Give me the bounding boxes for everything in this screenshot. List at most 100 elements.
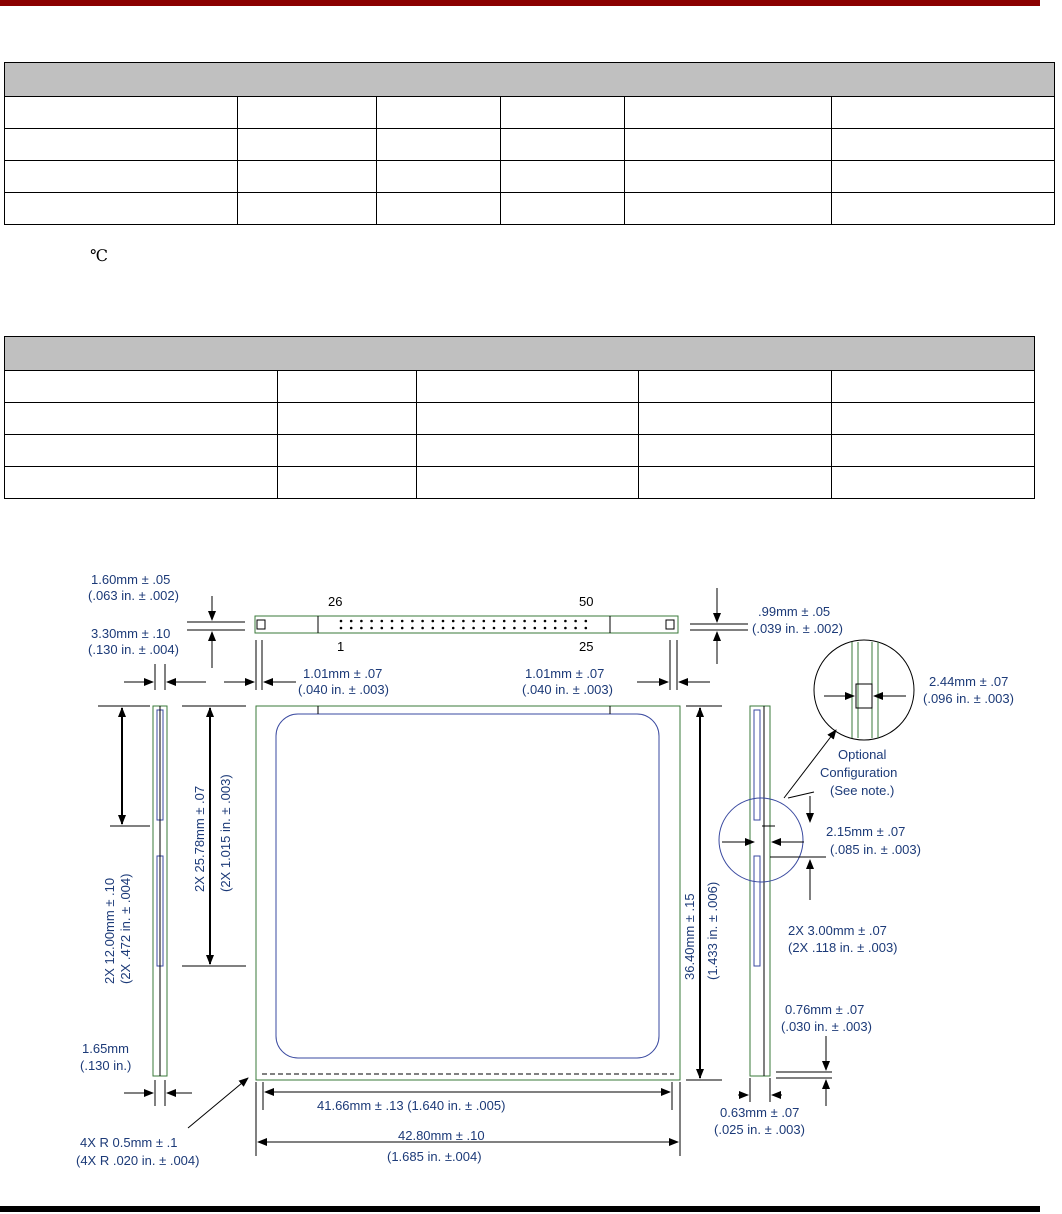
dim-text: (See note.) bbox=[830, 783, 894, 798]
dim-text: 1.01mm ± .07 bbox=[303, 666, 382, 681]
dim-text: (.130 in. ± .004) bbox=[88, 642, 179, 657]
dim-text: (.096 in. ± .003) bbox=[923, 691, 1014, 706]
pin-hole bbox=[431, 619, 435, 623]
dim-text: 42.80mm ± .10 bbox=[398, 1128, 485, 1143]
pin-hole bbox=[370, 619, 373, 623]
pin-hole bbox=[492, 626, 496, 630]
pin-label-26: 26 bbox=[328, 594, 342, 609]
pin-label-25: 25 bbox=[579, 639, 593, 654]
mechanical-drawing: 26 50 1 25 1.60mm ± .05 (.063 in. ± .002… bbox=[76, 572, 1014, 1168]
connector-top-view bbox=[254, 615, 679, 634]
dim-text: (.025 in. ± .003) bbox=[714, 1122, 805, 1137]
table-row bbox=[4, 466, 1036, 499]
pin-hole bbox=[584, 626, 588, 630]
dim-text: .99mm ± .05 bbox=[758, 604, 830, 619]
dim-text: (.040 in. ± .003) bbox=[522, 682, 613, 697]
pin-label-1: 1 bbox=[337, 639, 344, 654]
pin-hole bbox=[421, 619, 424, 623]
pin-hole bbox=[451, 626, 455, 630]
dim-text: 36.40mm ± .15 bbox=[682, 893, 697, 980]
pin-hole bbox=[523, 619, 526, 623]
pin-holes bbox=[339, 619, 588, 630]
pin-hole bbox=[390, 619, 394, 623]
table-row bbox=[4, 192, 1055, 225]
table-row bbox=[4, 160, 1055, 193]
pin-hole bbox=[441, 626, 445, 630]
pin-hole bbox=[553, 626, 557, 630]
dim-text: 0.63mm ± .07 bbox=[720, 1105, 799, 1120]
dim-text: (1.685 in. ±.004) bbox=[387, 1149, 482, 1164]
pin-hole bbox=[400, 619, 404, 623]
table-2-header bbox=[3, 336, 1036, 371]
pin-hole bbox=[421, 626, 424, 630]
temperature-note: ℃ bbox=[90, 246, 108, 265]
pin-hole bbox=[380, 619, 384, 623]
dim-text: 2.15mm ± .07 bbox=[826, 824, 905, 839]
table-row bbox=[4, 128, 1055, 161]
pin-hole bbox=[472, 626, 475, 630]
pin-hole bbox=[513, 619, 516, 623]
table-row bbox=[4, 402, 1036, 435]
dim-text: 41.66mm ± .13 (1.640 in. ± .005) bbox=[317, 1098, 505, 1113]
pin-hole bbox=[411, 619, 414, 623]
dim-text: Optional bbox=[838, 747, 887, 762]
pin-hole bbox=[339, 626, 343, 630]
table-1-header bbox=[4, 62, 1055, 97]
pin-hole bbox=[380, 626, 384, 630]
pin-hole bbox=[523, 626, 526, 630]
pin-hole bbox=[360, 619, 363, 623]
dim-text: (.030 in. ± .003) bbox=[781, 1019, 872, 1034]
pin-hole bbox=[492, 619, 496, 623]
dim-text: 4X R 0.5mm ± .1 bbox=[80, 1135, 177, 1150]
left-side-view bbox=[152, 705, 168, 1077]
right-side-view bbox=[718, 705, 804, 1077]
dim-text: 2X 3.00mm ± .07 bbox=[788, 923, 887, 938]
dim-text: 2X 12.00mm ± .10 bbox=[102, 878, 117, 984]
dim-text: 3.30mm ± .10 bbox=[91, 626, 170, 641]
table-row bbox=[4, 434, 1036, 467]
dim-text: Configuration bbox=[820, 765, 897, 780]
dim-text: (.130 in.) bbox=[80, 1058, 131, 1073]
dim-text: 1.65mm bbox=[82, 1041, 129, 1056]
dim-text: 0.76mm ± .07 bbox=[785, 1002, 864, 1017]
dim-text: (.040 in. ± .003) bbox=[298, 682, 389, 697]
pin-hole bbox=[400, 626, 404, 630]
spec-table-2 bbox=[3, 336, 1036, 499]
pin-hole bbox=[482, 626, 486, 630]
pin-hole bbox=[533, 619, 537, 623]
dim-text: 2.44mm ± .07 bbox=[929, 674, 1008, 689]
dim-text: 1.01mm ± .07 bbox=[525, 666, 604, 681]
pin-hole bbox=[513, 626, 516, 630]
pin-hole bbox=[462, 626, 465, 630]
pin-hole bbox=[502, 626, 506, 630]
pin-hole bbox=[462, 619, 465, 623]
top-rule bbox=[0, 0, 1040, 6]
dim-text: (2X 1.015 in. ± .003) bbox=[218, 774, 233, 892]
bottom-rule bbox=[0, 1206, 1040, 1212]
dim-text: (2X .472 in. ± .004) bbox=[118, 874, 133, 984]
pin-hole bbox=[370, 626, 373, 630]
pin-hole bbox=[390, 626, 394, 630]
pin-hole bbox=[564, 619, 567, 623]
pin-hole bbox=[564, 626, 567, 630]
pin-hole bbox=[584, 619, 588, 623]
pin-hole bbox=[543, 619, 547, 623]
dim-text: 1.60mm ± .05 bbox=[91, 572, 170, 587]
pin-hole bbox=[553, 619, 557, 623]
pin-hole bbox=[441, 619, 445, 623]
pin-hole bbox=[533, 626, 537, 630]
dim-text: (.085 in. ± .003) bbox=[830, 842, 921, 857]
optional-configuration-detail bbox=[813, 639, 915, 741]
pin-hole bbox=[451, 619, 455, 623]
pin-hole bbox=[482, 619, 486, 623]
pin-label-50: 50 bbox=[579, 594, 593, 609]
pin-hole bbox=[431, 626, 435, 630]
pin-hole bbox=[502, 619, 506, 623]
dim-text: (.039 in. ± .002) bbox=[752, 621, 843, 636]
dim-text: (2X .118 in. ± .003) bbox=[788, 940, 898, 955]
dim-text: (.063 in. ± .002) bbox=[88, 588, 179, 603]
pin-hole bbox=[411, 626, 414, 630]
spec-table-1 bbox=[4, 62, 1055, 225]
pin-hole bbox=[543, 626, 547, 630]
dim-text: 2X 25.78mm ± .07 bbox=[192, 786, 207, 892]
